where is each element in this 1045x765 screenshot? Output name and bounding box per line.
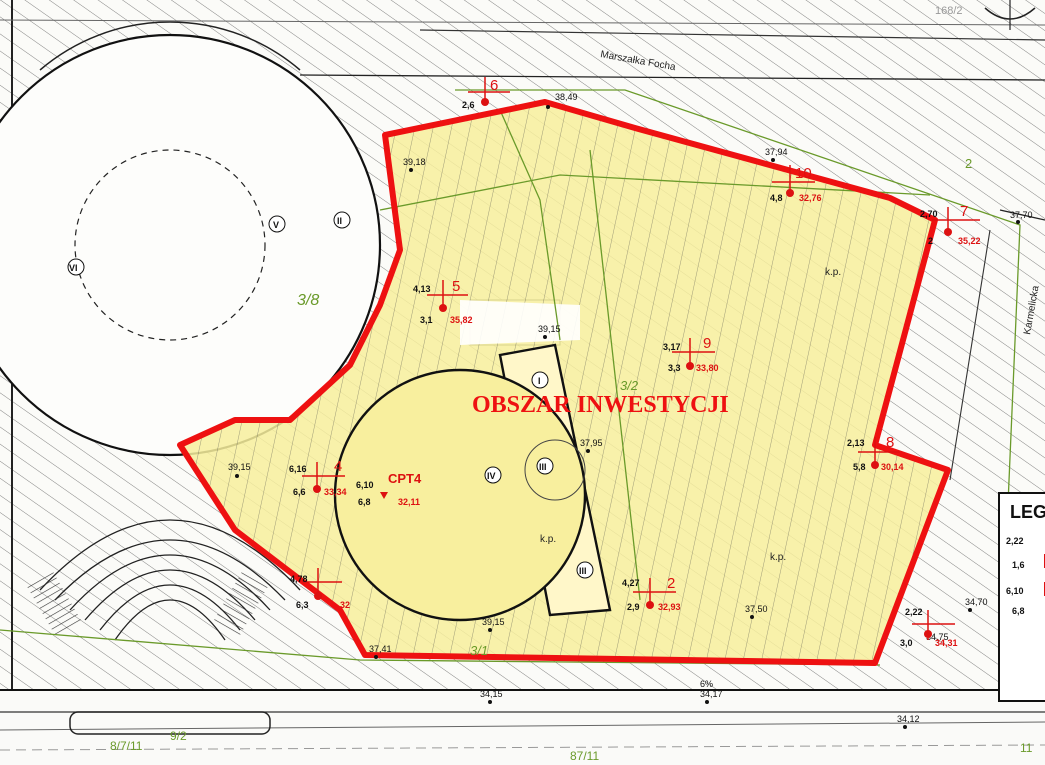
building-note: k.p. bbox=[540, 534, 556, 545]
building-note: k.p. bbox=[825, 267, 841, 278]
svg-text:2: 2 bbox=[667, 575, 675, 592]
svg-text:2,22: 2,22 bbox=[905, 607, 923, 617]
elevation-label: 39,18 bbox=[403, 157, 426, 167]
svg-text:4,13: 4,13 bbox=[413, 284, 431, 294]
borehole-1: 2,22 3,0 34,31 bbox=[900, 607, 958, 648]
elevation-label: 37,94 bbox=[765, 147, 788, 157]
svg-text:3,17: 3,17 bbox=[663, 342, 681, 352]
svg-text:CPT4: CPT4 bbox=[388, 471, 422, 486]
elevation-label: 34,75 bbox=[926, 632, 949, 642]
svg-text:6,3: 6,3 bbox=[296, 600, 309, 610]
parcel-label: 3/2 bbox=[620, 378, 639, 393]
borehole-cpt4: CPT4 6,10 6,8 32,11 bbox=[356, 471, 422, 507]
svg-text:4: 4 bbox=[334, 458, 342, 475]
elevation-label: 34,70 bbox=[965, 597, 988, 607]
svg-text:6,10: 6,10 bbox=[356, 480, 374, 490]
building-mark: VI bbox=[69, 263, 78, 273]
svg-text:10: 10 bbox=[795, 165, 812, 182]
svg-text:33,34: 33,34 bbox=[324, 487, 347, 497]
svg-text:6,6: 6,6 bbox=[293, 487, 306, 497]
legend-value: 1,6 bbox=[1012, 560, 1025, 570]
slope-note: 6% bbox=[700, 679, 713, 689]
svg-text:35,22: 35,22 bbox=[958, 236, 981, 246]
elevation-label: 39,15 bbox=[228, 462, 251, 472]
borehole-4: 4 6,16 6,6 33,34 bbox=[289, 458, 347, 497]
svg-text:2,70: 2,70 bbox=[920, 209, 938, 219]
borehole-3: 4,78 6,3 32 bbox=[290, 568, 350, 610]
parcel-label: 9/2 bbox=[170, 729, 187, 743]
elevation-label: 34,12 bbox=[897, 714, 920, 724]
elevation-label: 34,15 bbox=[480, 689, 503, 699]
elevation-label: 37,41 bbox=[369, 644, 392, 654]
building-mark: I bbox=[538, 376, 541, 386]
elevation-label: 39,15 bbox=[482, 617, 505, 627]
parcel-label: 168/2 bbox=[935, 5, 963, 17]
svg-text:32,11: 32,11 bbox=[398, 497, 420, 507]
legend-title: LEG bbox=[1010, 502, 1045, 522]
borehole-6: 6 2,6 bbox=[462, 77, 510, 110]
legend-value: 6,8 bbox=[1012, 606, 1025, 616]
legend-box: LEG 2,22 1,6 6,10 6,8 bbox=[998, 492, 1045, 702]
svg-text:4,8: 4,8 bbox=[770, 193, 783, 203]
parcel-label: 3/1 bbox=[470, 643, 488, 658]
legend-value: 6,10 bbox=[1006, 586, 1024, 596]
svg-text:4,27: 4,27 bbox=[622, 578, 640, 588]
svg-text:34,31: 34,31 bbox=[935, 638, 958, 648]
borehole-9: 9 3,17 3,3 33,80 bbox=[663, 335, 719, 373]
borehole-8: 8 2,13 5,8 30,14 bbox=[847, 434, 904, 472]
svg-text:2: 2 bbox=[928, 236, 933, 246]
parcel-label: 11 bbox=[1020, 741, 1033, 755]
svg-text:6,16: 6,16 bbox=[289, 464, 307, 474]
borehole-2: 2 4,27 2,9 32,93 bbox=[622, 575, 681, 612]
svg-text:5: 5 bbox=[452, 278, 460, 295]
legend-value: 2,22 bbox=[1006, 536, 1024, 546]
parcel-label: 2 bbox=[965, 156, 972, 171]
svg-text:3,3: 3,3 bbox=[668, 363, 681, 373]
building-mark: IV bbox=[487, 471, 496, 481]
elevation-label: 37,70 bbox=[1010, 210, 1033, 220]
svg-text:2,6: 2,6 bbox=[462, 100, 475, 110]
central-round-building bbox=[333, 368, 587, 622]
svg-text:33,80: 33,80 bbox=[696, 363, 719, 373]
building-mark: II bbox=[337, 216, 342, 226]
investment-boundary bbox=[177, 99, 951, 666]
svg-text:7: 7 bbox=[960, 203, 968, 220]
investment-area-label: OBSZAR INWESTYCJI bbox=[472, 392, 729, 418]
svg-text:6,8: 6,8 bbox=[358, 497, 371, 507]
borehole-5: 5 4,13 3,1 35,82 bbox=[413, 278, 473, 325]
parcel-label: 3/8 bbox=[297, 292, 319, 309]
elevation-label: 39,15 bbox=[538, 324, 561, 334]
svg-text:4,78: 4,78 bbox=[290, 574, 308, 584]
svg-text:3,0: 3,0 bbox=[900, 638, 913, 648]
svg-text:30,14: 30,14 bbox=[881, 462, 904, 472]
elevation-label: 37,95 bbox=[580, 438, 603, 448]
svg-text:9: 9 bbox=[703, 335, 711, 352]
svg-text:35,82: 35,82 bbox=[450, 315, 473, 325]
borehole-7: 7 2,70 2 35,22 bbox=[920, 203, 981, 246]
building-mark: III bbox=[539, 462, 547, 472]
svg-text:3,1: 3,1 bbox=[420, 315, 433, 325]
svg-text:32,76: 32,76 bbox=[799, 193, 822, 203]
parcel-label: 87/11 bbox=[570, 749, 599, 763]
svg-text:6: 6 bbox=[490, 77, 498, 94]
parcel-label: 8/7/11 bbox=[110, 739, 143, 753]
svg-text:5,8: 5,8 bbox=[853, 462, 866, 472]
building-note: k.p. bbox=[770, 552, 786, 563]
elevation-label: 37,50 bbox=[745, 604, 768, 614]
svg-text:2,9: 2,9 bbox=[627, 602, 640, 612]
building-mark: V bbox=[273, 220, 279, 230]
elevation-label: 38,49 bbox=[555, 92, 578, 102]
borehole-10: 10 4,8 32,76 bbox=[770, 165, 822, 203]
elevation-label: 34,17 bbox=[700, 689, 723, 699]
svg-text:8: 8 bbox=[886, 434, 894, 451]
svg-text:32: 32 bbox=[340, 600, 350, 610]
rotunda-building bbox=[0, 33, 382, 457]
building-mark: III bbox=[579, 566, 587, 576]
svg-text:2,13: 2,13 bbox=[847, 438, 865, 448]
svg-text:32,93: 32,93 bbox=[658, 602, 681, 612]
